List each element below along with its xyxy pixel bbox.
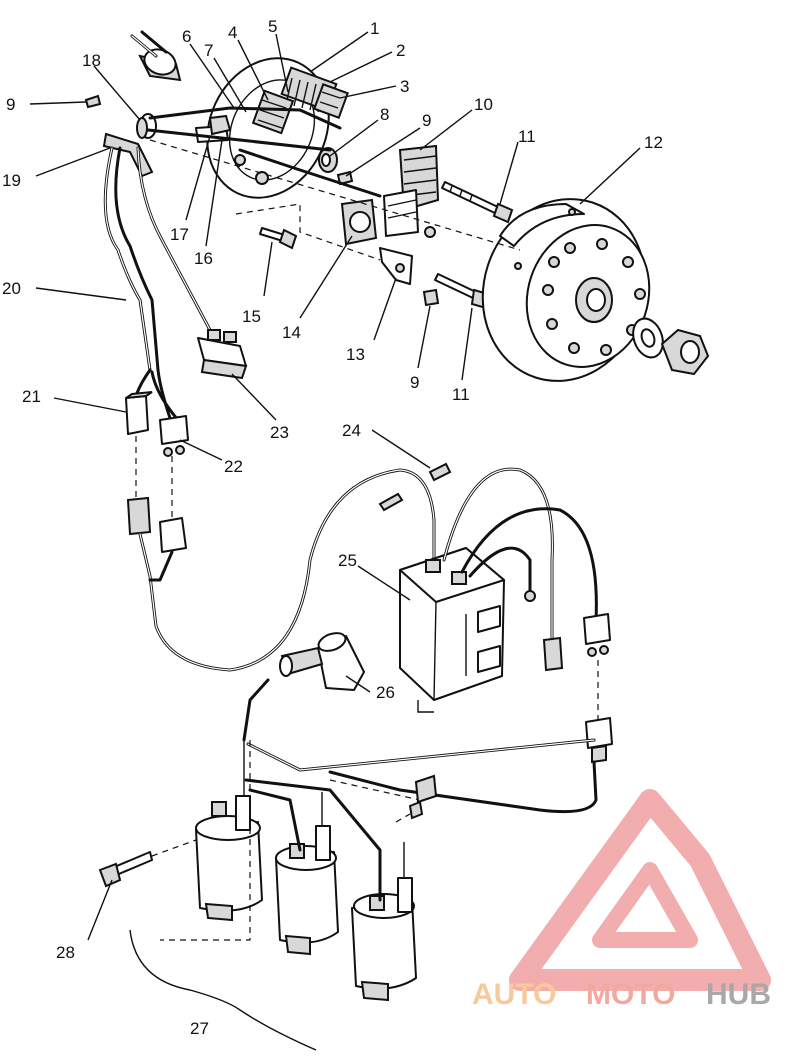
- callout-3: 3: [400, 77, 409, 96]
- screw-9-upper-left: [84, 94, 102, 109]
- watermark-logo-triangle: [509, 789, 771, 991]
- ignition-coil-2: [275, 792, 339, 956]
- callout-1: 1: [370, 19, 379, 38]
- callout-23: 23: [270, 423, 289, 442]
- callout-28: 28: [56, 943, 75, 962]
- stator-coil-3: [313, 83, 349, 119]
- callout-11-upper: 11: [518, 127, 536, 146]
- callout-16: 16: [194, 249, 213, 268]
- exciter-coil-10: [383, 144, 440, 238]
- stator-coil-2: [251, 89, 295, 135]
- connector-22: [159, 415, 189, 457]
- bracket-27: [129, 929, 317, 1051]
- callout-27: 27: [190, 1019, 209, 1038]
- callout-8: 8: [380, 105, 389, 124]
- screw-11-upper: [441, 181, 514, 224]
- callout-2: 2: [396, 41, 405, 60]
- bracket-13: [379, 247, 413, 285]
- mating-connectors: [126, 496, 187, 553]
- callout-9-lower: 9: [410, 373, 419, 392]
- callout-12: 12: [644, 133, 663, 152]
- flywheel-12: [481, 198, 651, 382]
- connector-21: [125, 391, 153, 435]
- terminal-24: [378, 462, 452, 512]
- callout-10: 10: [474, 95, 493, 114]
- callout-17: 17: [170, 225, 189, 244]
- callout-21: 21: [22, 387, 41, 406]
- callout-4: 4: [228, 23, 237, 42]
- cdi-box-25: [399, 547, 505, 713]
- washer: [632, 317, 664, 359]
- callout-25: 25: [338, 551, 357, 570]
- cdi-connector-left: [542, 636, 564, 672]
- watermark-hub: HUB: [706, 978, 771, 1011]
- callout-14: 14: [282, 323, 301, 342]
- leader-lines: [29, 31, 641, 941]
- callout-19: 19: [2, 171, 21, 190]
- callout-26: 26: [376, 683, 395, 702]
- flywheel-nut: [660, 328, 710, 376]
- ignition-coil-3: [351, 842, 417, 1002]
- pulser-coil-14: [340, 198, 378, 246]
- callout-24: 24: [342, 421, 361, 440]
- callout-6: 6: [182, 27, 191, 46]
- watermark-auto: AUTO: [472, 978, 556, 1011]
- callout-labels: 1 2 3 4 5 6 7 8 9 9 9 10 11 11 12 13 14 …: [2, 17, 663, 1038]
- callout-9-upper-left: 9: [6, 95, 15, 114]
- bolt-28: [98, 851, 153, 888]
- screw-9-lower: [422, 288, 440, 307]
- callout-11-lower: 11: [452, 385, 470, 404]
- callout-15: 15: [242, 307, 261, 326]
- screw-11-lower: [434, 273, 490, 310]
- watermark-moto: MOTO: [586, 978, 675, 1011]
- main-harness-wire-20: [103, 146, 152, 372]
- grommet-18: [136, 113, 157, 139]
- callout-13: 13: [346, 345, 365, 364]
- boot-wire-harness: [130, 30, 182, 82]
- callout-7: 7: [204, 41, 213, 60]
- callout-22: 22: [224, 457, 243, 476]
- screw-15: [259, 227, 298, 250]
- automotohub-watermark: AUTO MOTO HUB: [472, 789, 771, 1011]
- ignition-coil-1: [195, 740, 263, 922]
- spark-plug-cap-26: [279, 632, 365, 691]
- callout-18: 18: [82, 51, 101, 70]
- spacer-8: [318, 147, 338, 173]
- cdi-connector-right: [583, 613, 611, 657]
- callout-20: 20: [2, 279, 21, 298]
- callout-9-center: 9: [422, 111, 431, 130]
- callout-5: 5: [268, 17, 277, 36]
- connector-23: [197, 329, 248, 380]
